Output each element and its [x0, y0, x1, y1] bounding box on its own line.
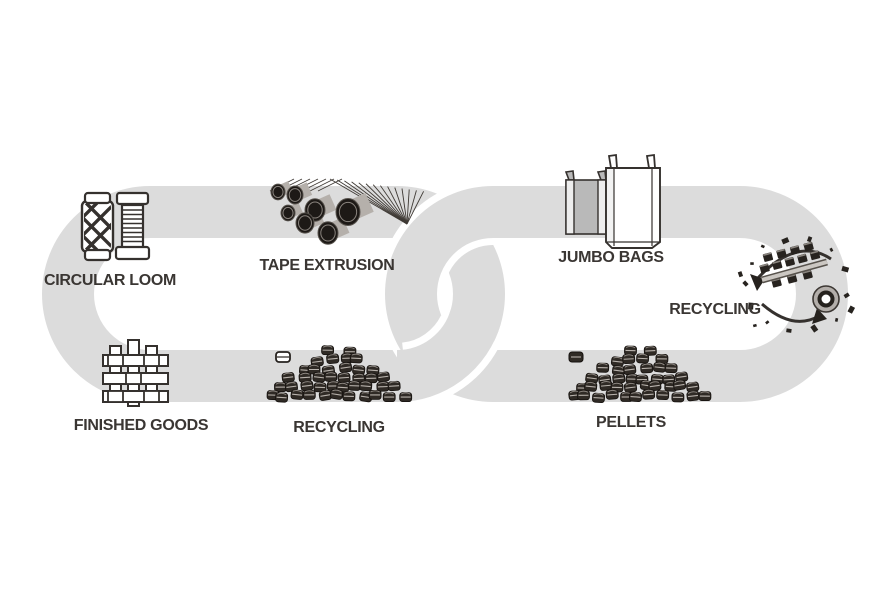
finished-goods-icon	[102, 339, 169, 407]
label-jumbo-bags: JUMBO BAGS	[558, 249, 664, 266]
recycling-pellets-icon	[266, 345, 413, 403]
recycling-machine-icon	[737, 236, 856, 333]
pellets-icon	[568, 345, 712, 404]
label-finished-goods: FINISHED GOODS	[73, 417, 209, 434]
label-pellets: PELLETS	[596, 414, 666, 431]
label-recycling-pellets: RECYCLING	[293, 419, 385, 436]
label-recycling-machine: RECYCLING	[669, 301, 761, 318]
left-loop-overpass	[395, 308, 501, 402]
label-tape-extrusion: TAPE EXTRUSION	[259, 257, 395, 274]
jumbo-bags-icon	[564, 153, 661, 249]
label-circular-loom: CIRCULAR LOOM	[43, 272, 177, 289]
circular-loom-icon	[80, 191, 151, 262]
tape-extrusion-icon	[269, 178, 425, 245]
